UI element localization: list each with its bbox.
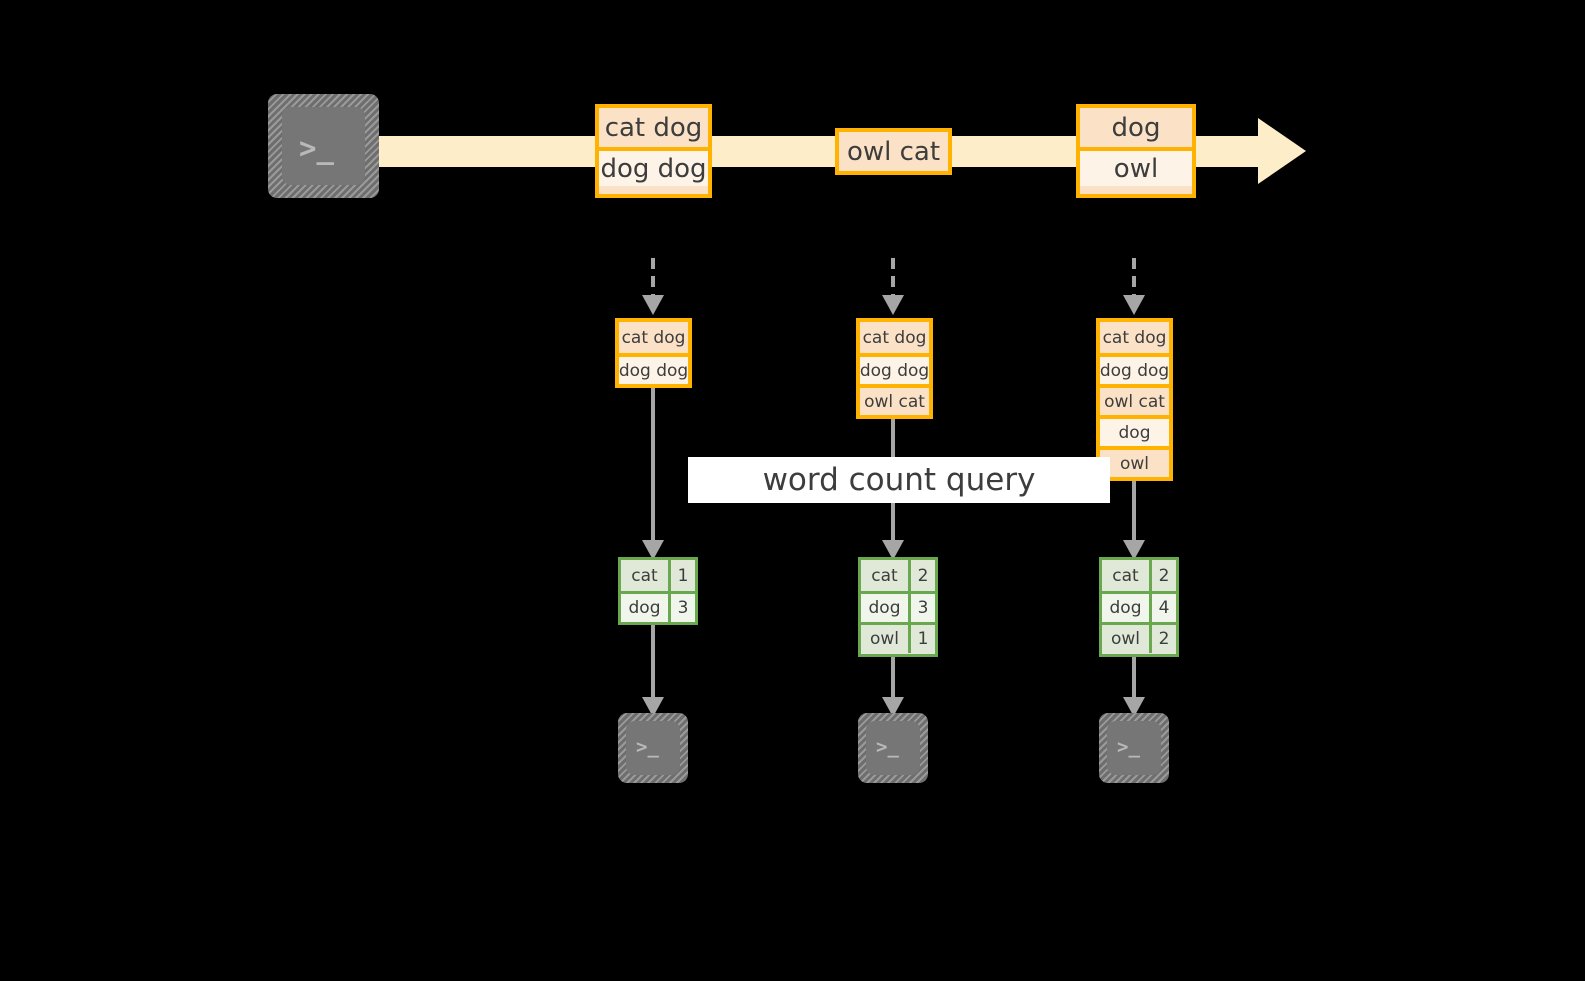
result-word: cat (1102, 560, 1149, 591)
record-line: owl cat (839, 132, 948, 171)
query-connector-t3 (1132, 481, 1136, 543)
terminal-prompt-icon: >_ (876, 736, 899, 758)
record-line: dog dog (599, 147, 708, 186)
result-word: cat (861, 560, 908, 591)
record-line: cat dog (1100, 322, 1169, 353)
terminal-face (1107, 721, 1161, 775)
record-line: dog dog (619, 353, 688, 384)
record-line: cat dog (860, 322, 929, 353)
result-word: dog (861, 594, 908, 622)
source-terminal[interactable]: >_ (268, 94, 379, 198)
sink-terminal-t1[interactable]: >_ (618, 713, 688, 783)
record-line: owl cat (1100, 384, 1169, 415)
query-arrowhead-t1 (642, 540, 664, 560)
terminal-face (866, 721, 920, 775)
sink-arrowhead-t2 (882, 697, 904, 717)
table-row: dog 3 (861, 591, 935, 622)
result-count: 1 (908, 625, 935, 653)
stream-record-batch-2[interactable]: owl cat (835, 128, 952, 175)
dashed-connector-t1 (651, 258, 655, 298)
dashed-arrowhead-t3 (1123, 295, 1145, 315)
terminal-prompt-icon: >_ (636, 736, 659, 758)
dashed-arrowhead-t1 (642, 295, 664, 315)
accumulated-records-t1[interactable]: cat dog dog dog (615, 318, 692, 388)
sink-arrowhead-t3 (1123, 697, 1145, 717)
table-row: dog 3 (621, 591, 695, 622)
result-word: owl (1102, 625, 1149, 653)
sink-terminal-t3[interactable]: >_ (1099, 713, 1169, 783)
table-row: owl 2 (1102, 622, 1176, 653)
sink-terminal-t2[interactable]: >_ (858, 713, 928, 783)
record-line: cat dog (619, 322, 688, 353)
table-row: owl 1 (861, 622, 935, 653)
accumulated-records-t2[interactable]: cat dog dog dog owl cat (856, 318, 933, 419)
result-count: 4 (1149, 594, 1176, 622)
stream-arrowhead (1258, 118, 1306, 184)
table-row: cat 2 (861, 560, 935, 591)
table-row: cat 2 (1102, 560, 1176, 591)
query-connector-t1 (651, 388, 655, 543)
stream-record-batch-3[interactable]: dog owl (1076, 104, 1196, 198)
table-row: cat 1 (621, 560, 695, 591)
sink-connector-t1 (651, 625, 655, 701)
terminal-prompt-icon: >_ (299, 131, 334, 165)
terminal-face (626, 721, 680, 775)
result-table-t2[interactable]: cat 2 dog 3 owl 1 (858, 557, 938, 657)
dashed-arrowhead-t2 (882, 295, 904, 315)
record-line: cat dog (599, 108, 708, 147)
result-count: 3 (668, 594, 695, 622)
sink-connector-t2 (891, 657, 895, 701)
query-label-text: word count query (762, 462, 1036, 498)
record-line: owl (1080, 147, 1192, 186)
query-label: word count query (688, 457, 1110, 503)
result-table-t1[interactable]: cat 1 dog 3 (618, 557, 698, 625)
result-count: 2 (908, 560, 935, 591)
table-row: dog 4 (1102, 591, 1176, 622)
result-word: dog (621, 594, 668, 622)
record-line: dog (1080, 108, 1192, 147)
query-arrowhead-t3 (1123, 540, 1145, 560)
stream-record-batch-1[interactable]: cat dog dog dog (595, 104, 712, 198)
record-line: owl (1100, 446, 1169, 477)
dashed-connector-t2 (891, 258, 895, 298)
record-line: dog dog (860, 353, 929, 384)
accumulated-records-t3[interactable]: cat dog dog dog owl cat dog owl (1096, 318, 1173, 481)
result-word: dog (1102, 594, 1149, 622)
result-count: 2 (1149, 560, 1176, 591)
sink-connector-t3 (1132, 657, 1136, 701)
result-word: cat (621, 560, 668, 591)
query-arrowhead-t2 (882, 540, 904, 560)
result-count: 2 (1149, 625, 1176, 653)
dashed-connector-t3 (1132, 258, 1136, 298)
sink-arrowhead-t1 (642, 697, 664, 717)
terminal-face (282, 107, 365, 185)
result-word: owl (861, 625, 908, 653)
record-line: dog (1100, 415, 1169, 446)
record-line: owl cat (860, 384, 929, 415)
terminal-prompt-icon: >_ (1117, 736, 1140, 758)
record-line: dog dog (1100, 353, 1169, 384)
result-count: 1 (668, 560, 695, 591)
result-count: 3 (908, 594, 935, 622)
result-table-t3[interactable]: cat 2 dog 4 owl 2 (1099, 557, 1179, 657)
